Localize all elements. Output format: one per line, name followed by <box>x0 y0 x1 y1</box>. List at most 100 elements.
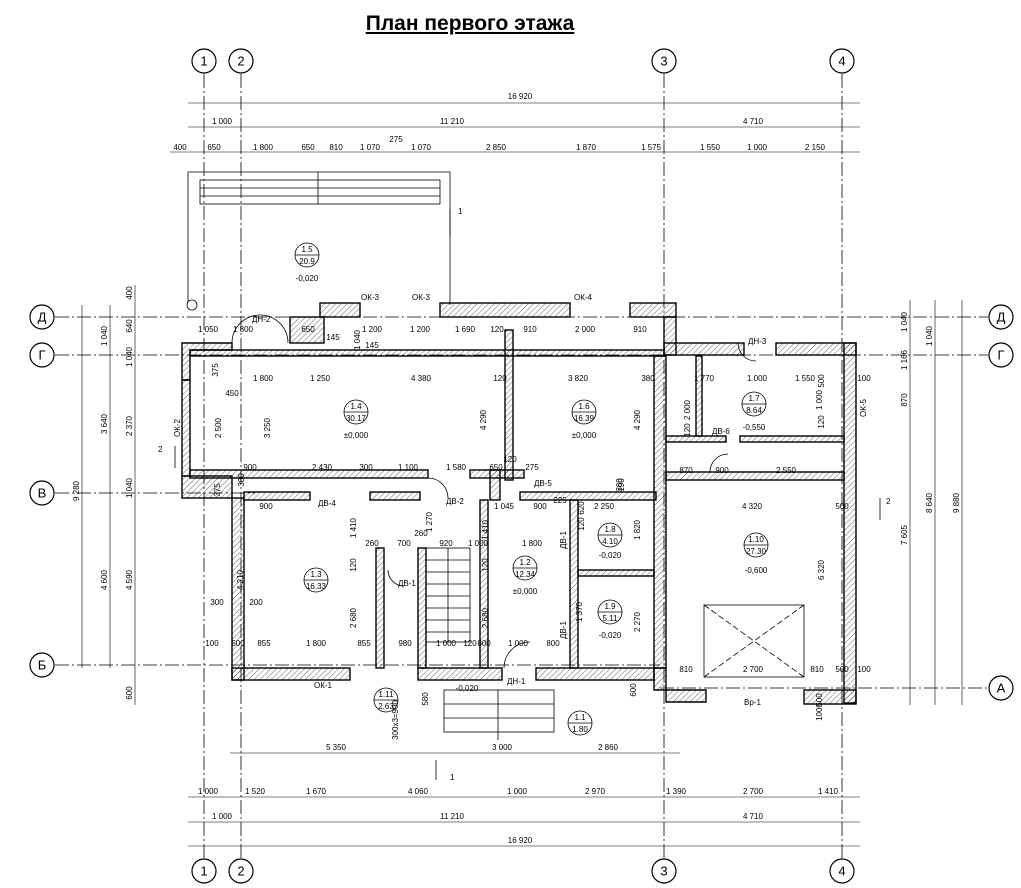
axis-label: 3 <box>660 864 667 879</box>
axis-label: 1 <box>200 54 207 69</box>
interior-dimension-label: 120 <box>683 423 692 437</box>
room-area: 30.17 <box>346 414 367 423</box>
vertical-axes <box>203 74 843 858</box>
interior-dimension-label: 145 <box>326 333 340 342</box>
interior-dimension-label: 3 250 <box>263 417 272 438</box>
interior-dimension-label: 910 <box>523 325 537 334</box>
section-marks: 1 2 2 1 <box>158 207 891 782</box>
room-number: 1.1 <box>574 713 586 722</box>
room-area: 20.9 <box>299 257 315 266</box>
opening-labels: ОК-1 ОК-2 ОК-3 ОК-3 ОК-4 ОК-5 ДН-1 ДН-2 … <box>173 293 868 707</box>
dimension-label: 8 640 <box>925 492 934 513</box>
dimension-label: 1 000 <box>747 143 768 152</box>
door-label: ДН-3 <box>748 337 767 346</box>
interior-dimension-label: 4 380 <box>411 374 432 383</box>
dimension-text-bottom: 1 000 1 520 1 670 4 060 1 000 2 970 1 39… <box>198 743 839 845</box>
interior-dimension-label: 810 <box>679 665 693 674</box>
interior-dimension-label: 1 800 <box>306 639 327 648</box>
interior-dimension-label: 1 000 <box>468 539 489 548</box>
interior-dimension-label: 1 050 <box>198 325 219 334</box>
axis-label: 3 <box>660 54 667 69</box>
dimension-label: 1 575 <box>641 143 662 152</box>
interior-dimension-label: 620 <box>577 501 586 515</box>
dimension-label: 640 <box>125 319 134 333</box>
interior-dimension-label: 120 <box>463 639 477 648</box>
interior-dimension-label: 225 <box>553 496 567 505</box>
room-number: 1.11 <box>379 690 395 699</box>
dimension-label: 16 920 <box>508 92 533 101</box>
interior-dimension-label: 1 800 <box>233 325 254 334</box>
room-number: 1.4 <box>350 402 362 411</box>
section-mark-label: 1 <box>458 207 463 216</box>
axis-bubble-top-3: 3 <box>651 48 677 74</box>
dimension-label: 16 920 <box>508 836 533 845</box>
axis-bubble-left-v: В <box>29 480 55 506</box>
entrance-level: -0,020 <box>456 684 479 693</box>
axis-bubble-top-1: 1 <box>191 48 217 74</box>
dimension-label: 4 710 <box>743 812 764 821</box>
room-1-7: 1.7 8.64 -0,550 <box>741 391 767 432</box>
interior-walls <box>189 329 845 669</box>
interior-dimension-label: 920 <box>439 539 453 548</box>
interior-dimension-label: 800 <box>546 639 560 648</box>
axis-bubble-right-a: А <box>988 675 1014 701</box>
dimension-label: 1 070 <box>411 143 432 152</box>
interior-dimension-label: 1 800 <box>522 539 543 548</box>
door-label: ДВ-1 <box>559 531 568 549</box>
room-number: 1.10 <box>748 535 764 544</box>
room-number: 1.8 <box>604 525 616 534</box>
room-1-4: 1.4 30.17 ±0,000 <box>343 399 369 440</box>
exterior-walls <box>181 302 857 705</box>
interior-dimension-label: 1 800 <box>253 374 274 383</box>
interior-dimension-label: 1 100 <box>398 463 419 472</box>
interior-dimension-label: 500 <box>817 374 826 388</box>
axis-bubble-bottom-4: 4 <box>829 858 855 884</box>
room-level: -0,550 <box>743 423 766 432</box>
interior-dimension-label: 260 <box>365 539 379 548</box>
room-level: -0,020 <box>599 631 622 640</box>
interior-dimension-label: 1 000 <box>815 389 824 410</box>
room-1-6: 1.6 16.39 ±0,000 <box>571 399 597 440</box>
interior-dimension-label: 375 <box>213 483 222 497</box>
interior-dimension-label: 260 <box>414 529 428 538</box>
axis-label: Д <box>997 310 1006 325</box>
interior-dimension-label: 700 <box>397 539 411 548</box>
dimension-label: 1 040 <box>900 311 909 332</box>
interior-dimension-label: 2 270 <box>633 611 642 632</box>
interior-dimension-label: 1 410 <box>481 519 490 540</box>
dimension-label: 1 000 <box>212 812 233 821</box>
dimension-label: 1 800 <box>253 143 274 152</box>
interior-dimension-label: 1 580 <box>446 463 467 472</box>
window-label: ОК-2 <box>173 418 182 437</box>
interior-dimension-label: 4 290 <box>479 409 488 430</box>
interior-dimension-label: 580 <box>421 692 430 706</box>
interior-dimension-label: 145 <box>365 341 379 350</box>
room-area: 16.39 <box>574 414 595 423</box>
door-label: ДН-1 <box>507 677 526 686</box>
dimension-label: 1 670 <box>306 787 327 796</box>
room-area: 4.10 <box>602 537 618 546</box>
interior-dimension-label: 650 <box>489 463 503 472</box>
door-label: ДВ-6 <box>712 427 730 436</box>
interior-dimension-label: 855 <box>357 639 371 648</box>
room-1-9: 1.9 5.11 -0,020 <box>597 599 623 640</box>
room-area: 16.33 <box>306 582 327 591</box>
interior-dimension-label: 120 <box>503 455 517 464</box>
dimension-label: 2 150 <box>805 143 826 152</box>
axis-bubble-left-g: Г <box>29 342 55 368</box>
dimension-label: 1 040 <box>925 325 934 346</box>
axis-bubble-left-d: Д <box>29 304 55 330</box>
axis-bubble-right-g: Г <box>988 342 1014 368</box>
room-number: 1.5 <box>301 245 313 254</box>
interior-dimension-label: 980 <box>398 639 412 648</box>
room-level: ±0,000 <box>513 587 538 596</box>
room-1-8: 1.8 4.10 -0,020 <box>597 522 623 560</box>
room-number: 1.2 <box>519 558 531 567</box>
dimension-text-left: 9 280 1 040 3 640 4 600 400 640 1 040 2 … <box>72 286 134 700</box>
interior-dimension-label: 100 <box>205 639 219 648</box>
interior-dimension-label: 190 <box>617 478 626 492</box>
interior-dimension-label: 1 000 <box>747 374 768 383</box>
interior-dimension-label: 2 680 <box>481 607 490 628</box>
room-area: 2.63 <box>378 702 394 711</box>
